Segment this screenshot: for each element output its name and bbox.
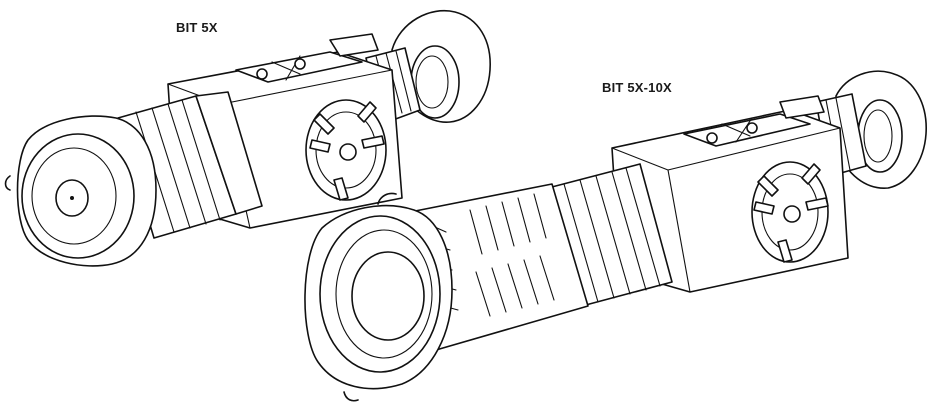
zoom-ring xyxy=(547,163,673,307)
lens-cap xyxy=(4,115,157,267)
product-label-bit-5x: BIT 5X xyxy=(176,20,218,35)
adjustment-knob xyxy=(305,99,387,201)
adjustment-knob xyxy=(751,161,829,263)
lens-cap xyxy=(304,192,453,402)
product-label-bit-5x-10x: BIT 5X-10X xyxy=(602,80,672,95)
